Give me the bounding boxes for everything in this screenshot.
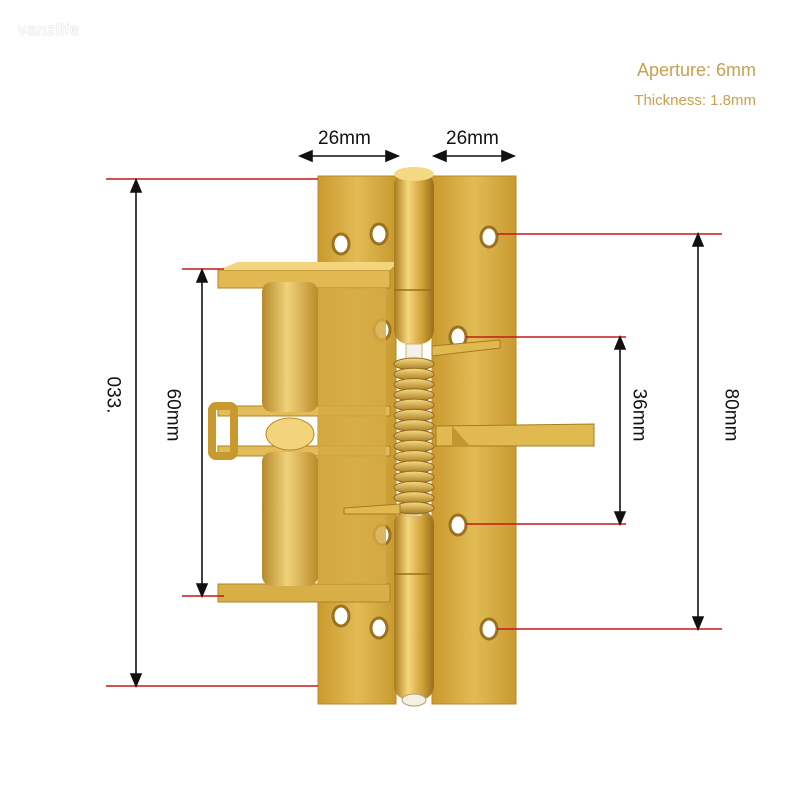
right-leaf-width-label: 26mm xyxy=(446,128,499,149)
bracket-height-label: 60mm xyxy=(162,388,184,442)
thickness-spec: Thickness: 1.8mm xyxy=(634,92,756,109)
outer-hole-spacing-label: 80mm xyxy=(720,388,742,442)
aperture-spec: Aperture: 6mm xyxy=(636,60,756,80)
left-leaf-width-label: 26mm xyxy=(318,128,371,149)
dimension-lines xyxy=(106,178,722,687)
spring-arms xyxy=(343,339,595,515)
inner-hole-spacing-label: 36mm xyxy=(628,388,650,442)
coil-spring xyxy=(393,357,435,515)
dimension-arrows xyxy=(129,149,705,689)
watermark: vanzlife xyxy=(18,20,80,39)
overall-height-label: 033. xyxy=(102,376,124,414)
door-bracket xyxy=(208,262,398,603)
